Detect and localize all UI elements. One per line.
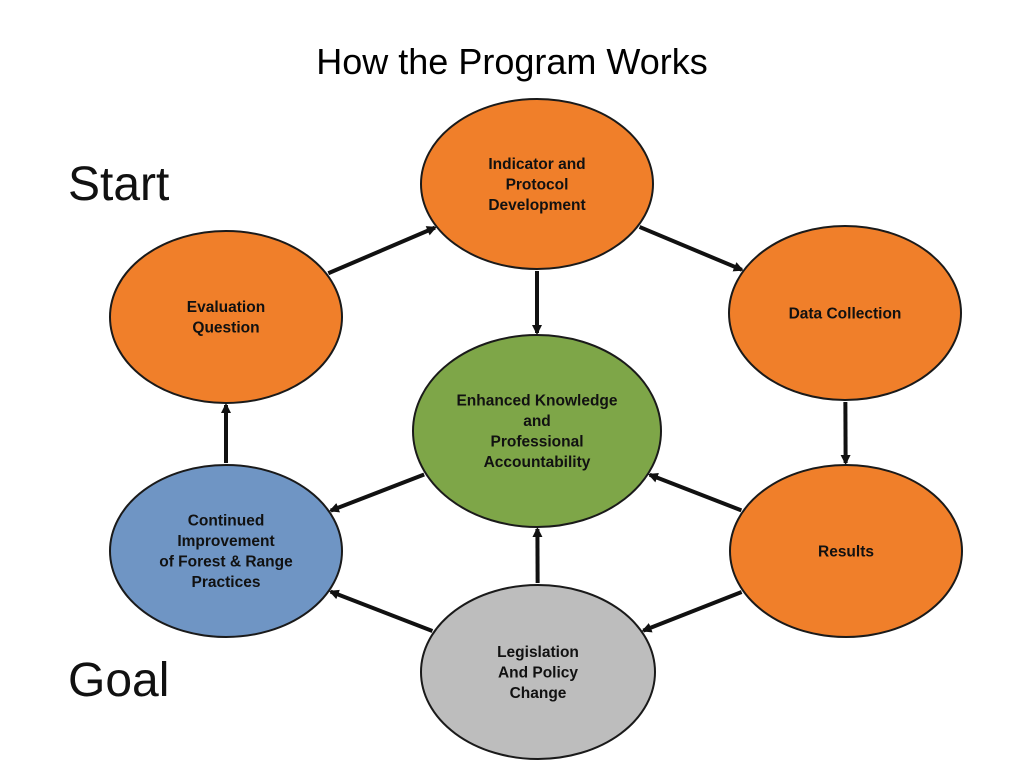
arrow-evaluation-to-indicator bbox=[327, 225, 437, 276]
node-results: Results bbox=[729, 464, 963, 638]
arrow-results-to-legislation bbox=[641, 590, 743, 633]
node-enhanced-knowledge-circle bbox=[412, 334, 662, 528]
arrow-enhanced-knowledge-to-continued-improvement bbox=[328, 472, 425, 513]
node-enhanced-knowledge-label-line: and bbox=[523, 413, 551, 430]
node-continued-improvement-label-line: Improvement bbox=[177, 533, 274, 550]
node-continued-improvement-label-line: Practices bbox=[192, 574, 261, 591]
node-evaluation-label-line: Question bbox=[192, 320, 259, 337]
node-results-circle bbox=[729, 464, 963, 638]
node-enhanced-knowledge: Enhanced Knowledge andProfessionalAccount… bbox=[412, 334, 662, 528]
node-enhanced-knowledge-label-line: Accountability bbox=[484, 454, 591, 471]
node-results-label-line: Results bbox=[818, 543, 874, 560]
node-evaluation-circle bbox=[109, 230, 343, 404]
node-indicator-label-line: Development bbox=[488, 197, 585, 214]
start-label: Start bbox=[68, 158, 169, 211]
node-continued-improvement-label-line: Continued bbox=[188, 513, 265, 530]
arrows-layer bbox=[221, 225, 851, 633]
node-data-collection: Data Collection bbox=[728, 225, 962, 401]
node-legislation-label-line: And Policy bbox=[498, 664, 578, 681]
node-indicator-label-line: Protocol bbox=[506, 176, 569, 193]
node-enhanced-knowledge-label-line: Enhanced Knowledge bbox=[456, 393, 617, 410]
arrow-results-to-enhanced-knowledge bbox=[647, 472, 743, 513]
node-indicator-circle bbox=[420, 98, 654, 270]
node-data-collection-label-line: Data Collection bbox=[789, 305, 902, 322]
node-legislation-label-line: Change bbox=[510, 685, 567, 702]
node-evaluation-label-line: Evaluation bbox=[187, 299, 265, 316]
node-continued-improvement-label-line: of Forest & Range bbox=[159, 554, 293, 571]
node-legislation-label-line: Legislation bbox=[497, 644, 579, 661]
page-title: How the Program Works bbox=[316, 41, 707, 82]
node-legislation-circle bbox=[420, 584, 656, 760]
node-continued-improvement-circle bbox=[109, 464, 343, 638]
node-data-collection-circle bbox=[728, 225, 962, 401]
arrow-indicator-to-data-collection bbox=[638, 225, 744, 272]
node-enhanced-knowledge-label-line: Professional bbox=[490, 434, 583, 451]
arrow-legislation-to-continued-improvement bbox=[328, 589, 434, 633]
node-indicator-label-line: Indicator and bbox=[488, 156, 585, 173]
goal-label: Goal bbox=[68, 654, 169, 707]
